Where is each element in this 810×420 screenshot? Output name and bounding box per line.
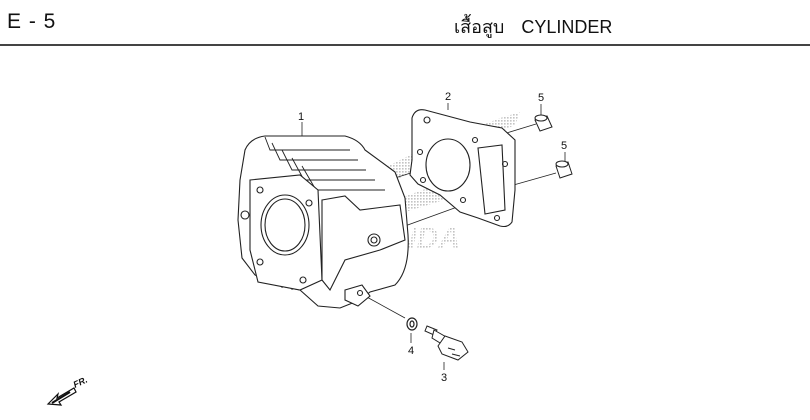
title-thai: เสื้อสูบ	[454, 17, 505, 37]
dowel-pin-upper	[534, 114, 553, 132]
page-code: E - 5	[7, 10, 57, 33]
front-label: FR.	[72, 375, 89, 390]
header-divider	[0, 44, 810, 46]
callout-2: 2	[445, 91, 451, 103]
callout-5-upper: 5	[538, 92, 544, 104]
page-title: เสื้อสูบ CYLINDER	[454, 12, 612, 41]
callout-5-lower: 5	[561, 140, 567, 152]
front-direction-indicator: FR.	[46, 375, 89, 406]
sensor-part	[424, 325, 469, 361]
cylinder-part	[237, 135, 409, 309]
callout-4: 4	[408, 345, 414, 357]
callouts: 1 2 5 5 4 3	[298, 91, 567, 384]
gasket-part	[409, 109, 516, 228]
dowel-pin-lower	[555, 160, 573, 179]
washer-part	[406, 317, 418, 331]
callout-1: 1	[298, 111, 304, 123]
callout-3: 3	[441, 372, 447, 384]
title-english: CYLINDER	[521, 17, 613, 37]
